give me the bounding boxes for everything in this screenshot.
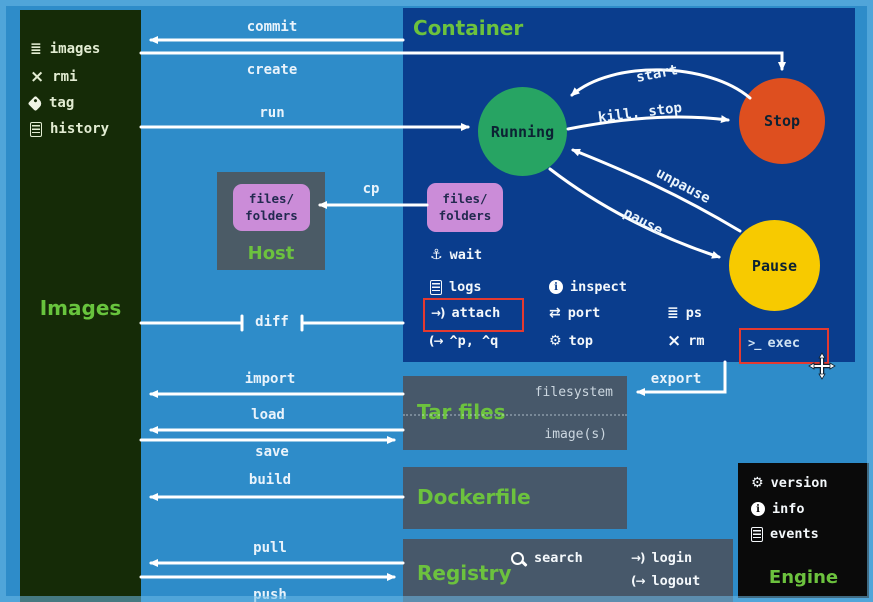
gear-icon: ⚙	[751, 475, 764, 491]
tar-files-title: Tar files	[417, 400, 506, 424]
cmd-login: →) login	[631, 548, 692, 568]
cmd-search: search	[511, 548, 583, 568]
sidebar-item-label: tag	[49, 95, 75, 111]
container-files-folders: files/ folders	[427, 183, 503, 232]
registry-title: Registry	[417, 561, 512, 585]
dockerfile-panel: Dockerfile	[403, 467, 627, 529]
cmd-attach: →) attach	[431, 303, 500, 323]
cmd-label: port	[567, 305, 601, 321]
sign-out-icon: (→	[631, 574, 646, 588]
commit-label: commit	[246, 19, 298, 35]
cmd-port: ⇄ port	[549, 303, 600, 323]
info-icon: i	[549, 280, 563, 294]
registry-panel: Registry search →) login (→ logout	[403, 539, 733, 602]
sidebar-item-label: images	[49, 41, 101, 57]
load-label: load	[251, 407, 285, 423]
tar-divider	[403, 414, 627, 416]
sidebar-item-rmi: × rmi	[30, 67, 78, 87]
sign-out-icon: (→	[429, 334, 444, 348]
images-title: Images	[39, 296, 122, 320]
cmd-label: attach	[451, 305, 501, 321]
doc-icon	[30, 121, 42, 137]
x-icon: ×	[667, 330, 682, 351]
state-pause: Pause	[729, 220, 820, 311]
sign-in-icon: →)	[431, 306, 446, 320]
cmd-top: ⚙ top	[549, 331, 593, 351]
cmd-label: events	[770, 526, 819, 542]
cmd-logs: logs	[430, 277, 482, 297]
build-label: build	[248, 472, 292, 488]
sign-in-icon: →)	[631, 551, 646, 565]
tar-filesystem-label: filesystem	[534, 385, 613, 400]
gears-icon: ⚙	[549, 333, 562, 349]
run-label: run	[259, 105, 285, 121]
cmd-label: version	[770, 475, 828, 491]
cmd-label: logout	[651, 573, 701, 589]
engine-title: Engine	[768, 567, 839, 588]
cmd-label: wait	[449, 247, 483, 263]
cmd-ps: ≣ ps	[667, 303, 702, 323]
cmd-label: top	[568, 333, 593, 349]
cmd-label: inspect	[570, 279, 627, 295]
cmd-label: search	[534, 550, 583, 566]
cmd-label: ps	[685, 305, 702, 321]
anchor-icon: ⚓	[430, 247, 443, 263]
state-label: Stop	[763, 112, 801, 130]
tag-icon	[27, 95, 44, 111]
list-icon: ≣	[30, 41, 42, 57]
save-label: save	[255, 444, 289, 460]
sidebar-item-label: rmi	[52, 69, 78, 85]
cmd-label: ^p, ^q	[449, 333, 499, 349]
container-title: Container	[413, 16, 524, 40]
doc-icon	[751, 526, 763, 542]
cmd-label: rm	[688, 333, 705, 349]
cmd-events: events	[751, 524, 819, 544]
sidebar-item-tag: tag	[27, 93, 75, 113]
cmd-rm: × rm	[667, 331, 705, 351]
x-icon: ×	[30, 66, 45, 87]
exec-highlight-box	[739, 328, 829, 364]
cmd-label: logs	[449, 279, 482, 295]
cmd-label: info	[772, 501, 805, 517]
state-stop: Stop	[739, 78, 825, 164]
pull-label: pull	[253, 540, 287, 556]
tar-files-panel: Tar files filesystem image(s)	[403, 376, 627, 450]
cmd-info: i info	[751, 499, 805, 519]
push-label: push	[253, 587, 287, 602]
engine-panel: ⚙ version i info events Engine	[738, 463, 869, 598]
sidebar-item-history: history	[30, 119, 109, 139]
list-icon: ≣	[667, 305, 679, 321]
cmd-inspect: i inspect	[549, 277, 627, 297]
cp-label: cp	[362, 181, 380, 197]
cmd-label: exec	[767, 335, 800, 351]
cmd-version: ⚙ version	[751, 473, 827, 493]
doc-icon	[430, 279, 442, 295]
cmd-wait: ⚓ wait	[430, 245, 482, 265]
attach-highlight-box	[423, 298, 524, 332]
images-panel: ≣ images × rmi tag history Images	[20, 10, 141, 602]
state-label: Pause	[751, 256, 798, 275]
sidebar-item-images: ≣ images	[30, 39, 100, 59]
cmd-logout: (→ logout	[631, 571, 700, 591]
info-icon: i	[751, 502, 765, 516]
sidebar-item-label: history	[50, 121, 110, 137]
host-title: Host	[247, 243, 295, 264]
diff-label: diff	[255, 314, 289, 330]
cmd-detach: (→ ^p, ^q	[429, 331, 498, 351]
export-label: export	[650, 371, 702, 387]
tar-images-label: image(s)	[544, 427, 607, 442]
search-icon	[511, 551, 524, 565]
create-label: create	[246, 62, 298, 78]
cmd-exec: >_ exec	[748, 333, 800, 353]
host-files-folders: files/ folders	[233, 184, 310, 231]
dockerfile-title: Dockerfile	[417, 485, 531, 509]
terminal-icon: >_	[748, 336, 761, 350]
state-running: Running	[478, 87, 567, 176]
state-label: Running	[490, 122, 555, 141]
swap-arrows-icon: ⇄	[549, 305, 561, 321]
import-label: import	[244, 371, 296, 387]
cmd-label: login	[651, 550, 693, 566]
